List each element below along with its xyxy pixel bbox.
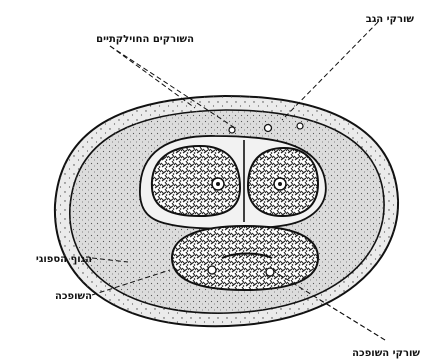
left-corpus-cavernosum [152, 146, 240, 216]
label-dorsal-vein: שורקי הגב [366, 14, 415, 25]
dorsal-vein [265, 125, 272, 132]
spongiosum-artery-right [266, 268, 274, 276]
dorsal-artery-right [297, 123, 303, 129]
leader-urethral-artery-b [320, 300, 385, 340]
left-deep-artery-lumen [216, 182, 220, 186]
leader-helicine-b [110, 46, 195, 108]
leader-dorsal-vein [282, 22, 378, 120]
label-urethral-artery: שורקי השופכה [352, 348, 420, 359]
right-deep-artery-lumen [278, 182, 282, 186]
corpus-spongiosum [172, 226, 318, 290]
label-spongy-body: הגוף הספוגי [36, 254, 92, 265]
label-urethra: השופכה [55, 291, 92, 302]
label-helicine-arteries: השורקים החוילקתיים [96, 34, 194, 45]
spongiosum-artery-left [208, 266, 216, 274]
